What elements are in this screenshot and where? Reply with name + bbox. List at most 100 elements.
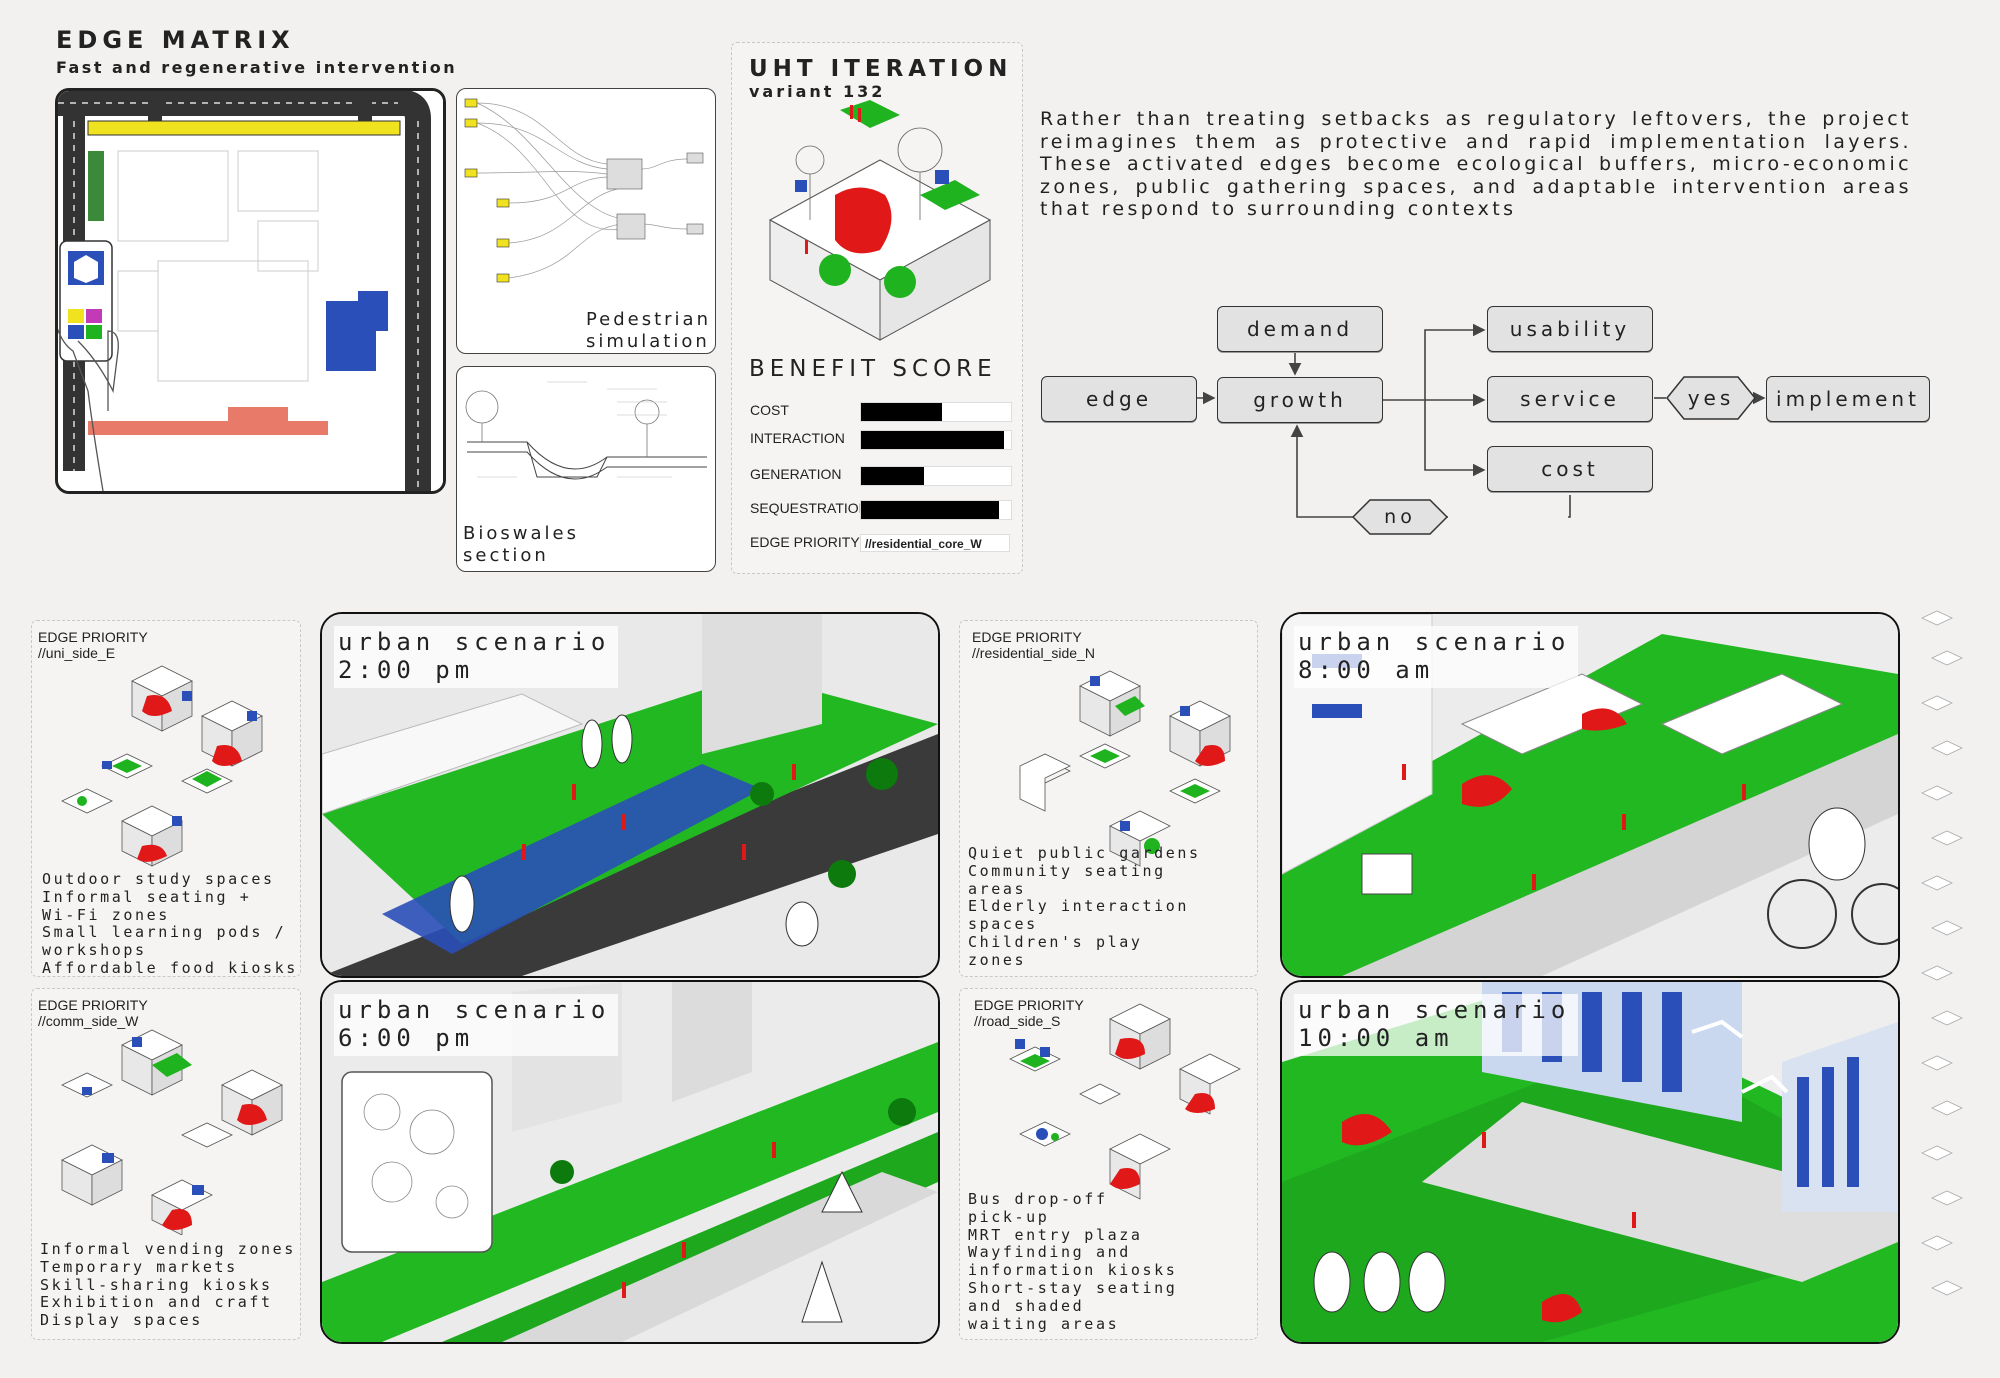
score-bar	[861, 501, 999, 519]
edge-use-item: Wayfinding and	[968, 1243, 1131, 1262]
scenario-label: urban scenario	[338, 996, 611, 1024]
edge-use-item: and shaded	[968, 1296, 1085, 1315]
flow-decision-no: no	[1384, 506, 1416, 528]
edge-priority-label: EDGE PRIORITY	[750, 534, 860, 550]
score-label: COST	[750, 402, 789, 418]
edge-use-item: Elderly interaction	[968, 897, 1189, 916]
edge-use-item: Informal vending zones	[40, 1240, 296, 1258]
flow-decision-yes-shape	[1666, 376, 1756, 420]
urban-scenario-panel-10am: urban scenario 10:00 am	[1280, 980, 1900, 1344]
site-map-drawing	[58, 91, 443, 491]
edge-use-item: Display spaces	[40, 1311, 203, 1330]
urban-scenario-illustration	[322, 982, 938, 1342]
edge-card-uni-side: EDGE PRIORITY //uni_side_E Outdoor study…	[31, 620, 301, 977]
score-row-sequestration: SEQUESTRATION	[750, 498, 1020, 520]
edge-use-item: Community seating	[968, 861, 1166, 880]
scenario-label: urban scenario	[338, 628, 611, 656]
scenario-time: 10:00 am	[1298, 1024, 1454, 1052]
edge-use-item: Informal seating +	[42, 887, 252, 906]
score-track	[860, 402, 1012, 422]
scenario-time: 2:00 pm	[338, 656, 475, 684]
score-bar	[861, 431, 1004, 449]
edge-use-item: Wi-Fi zones	[42, 905, 170, 924]
flow-node-demand: demand	[1217, 306, 1383, 352]
edge-use-item: Short-stay seating	[968, 1278, 1178, 1297]
bioswale-section-panel: Bioswales section	[456, 366, 716, 572]
edge-priority-value: //road_side_S	[974, 1013, 1061, 1029]
edge-use-item: Bus drop-off	[968, 1190, 1108, 1208]
urban-scenario-panel-6pm: urban scenario 6:00 pm	[320, 980, 940, 1344]
uht-axonometric-drawing	[768, 100, 992, 341]
bioswale-section-drawing	[465, 381, 707, 480]
urban-scenario-illustration	[1282, 982, 1898, 1342]
pedestrian-label-line2: simulation	[585, 331, 710, 352]
flow-node-usability: usability	[1487, 306, 1653, 352]
scenario-label: urban scenario	[1298, 628, 1571, 656]
page-subtitle: Fast and regenerative intervention	[56, 58, 458, 77]
edge-priority-value: //comm_side_W	[38, 1013, 139, 1029]
score-label: SEQUESTRATION	[750, 500, 869, 516]
edge-use-item: Exhibition and craft	[40, 1293, 273, 1312]
edge-use-item: spaces	[968, 915, 1038, 934]
edge-card-residential-side: EDGE PRIORITY //residential_side_N Quiet…	[959, 620, 1258, 977]
intro-paragraph: Rather than treating setbacks as regulat…	[1040, 108, 1912, 220]
pedestrian-label-line1: Pedestrian	[585, 309, 711, 330]
node-graph-drawing	[464, 98, 704, 283]
edge-card-road-side: EDGE PRIORITY //road_side_S Bus drop-off…	[959, 988, 1258, 1340]
urban-scenario-illustration	[322, 614, 938, 976]
score-row-generation: GENERATION	[750, 464, 1020, 486]
edge-use-item: zones	[968, 950, 1027, 969]
urban-scenario-panel-8am: urban scenario 8:00 am	[1280, 612, 1900, 978]
scenario-label: urban scenario	[1298, 996, 1571, 1024]
bioswale-label-line2: section	[463, 545, 549, 566]
bioswale-label-line1: Bioswales	[463, 523, 579, 544]
flow-decision-yes: yes	[1687, 386, 1735, 410]
score-label: GENERATION	[750, 466, 842, 482]
score-row-edge-priority: EDGE PRIORITY //residential_core_W	[750, 532, 1020, 554]
edge-use-item: Temporary markets	[40, 1257, 238, 1276]
page-title: EDGE MATRIX	[56, 26, 295, 54]
edge-use-item: MRT entry plaza	[968, 1225, 1143, 1244]
edge-use-item: information kiosks	[968, 1261, 1178, 1280]
benefit-score-title: BENEFIT SCORE	[749, 356, 997, 382]
edge-priority-value: //uni_side_E	[38, 645, 116, 661]
module-variants-strip	[1921, 610, 1963, 1296]
flow-node-cost: cost	[1487, 446, 1653, 492]
score-track	[860, 466, 1012, 486]
edge-use-item: waiting areas	[968, 1314, 1120, 1333]
edge-modules-drawing	[61, 1029, 283, 1235]
edge-use-item: Children's play	[968, 932, 1143, 951]
scenario-time: 8:00 am	[1298, 656, 1435, 684]
score-bar	[861, 467, 924, 485]
scenario-time: 6:00 pm	[338, 1024, 475, 1052]
score-row-cost: COST	[750, 400, 1020, 422]
edge-priority-value: //residential_core_W	[860, 534, 1010, 552]
uht-title: UHT ITERATION	[749, 56, 1013, 82]
uht-variant: variant 132	[749, 82, 886, 101]
score-track	[860, 430, 1012, 450]
edge-modules-drawing	[1009, 1003, 1241, 1200]
flow-node-growth: growth	[1217, 377, 1383, 423]
edge-use-item: workshops	[42, 941, 147, 960]
edge-use-item: Quiet public gardens	[968, 844, 1201, 862]
pedestrian-simulation-panel: Pedestrian simulation	[456, 88, 716, 354]
flow-node-edge: edge	[1041, 376, 1197, 422]
edge-modules-drawing	[61, 665, 263, 867]
flow-decision-no-shape	[1351, 499, 1449, 535]
edge-priority-label: EDGE PRIORITY	[974, 997, 1084, 1013]
edge-priority-label: EDGE PRIORITY	[38, 997, 148, 1013]
flow-node-implement: implement	[1766, 376, 1930, 422]
score-row-interaction: INTERACTION	[750, 428, 1020, 450]
score-bar	[861, 403, 942, 421]
edge-use-item: Skill-sharing kiosks	[40, 1275, 273, 1294]
score-label: INTERACTION	[750, 430, 845, 446]
edge-use-item: Affordable food kiosks	[42, 958, 298, 977]
edge-use-item: Small learning pods /	[42, 923, 287, 942]
edge-card-comm-side: EDGE PRIORITY //comm_side_W Informal ven…	[31, 988, 301, 1340]
flow-node-service: service	[1487, 376, 1653, 422]
site-map-tablet	[55, 88, 446, 494]
edge-use-item: areas	[968, 879, 1027, 898]
edge-priority-label: EDGE PRIORITY	[972, 629, 1082, 645]
score-track	[860, 500, 1012, 520]
edge-modules-drawing	[1019, 670, 1231, 867]
